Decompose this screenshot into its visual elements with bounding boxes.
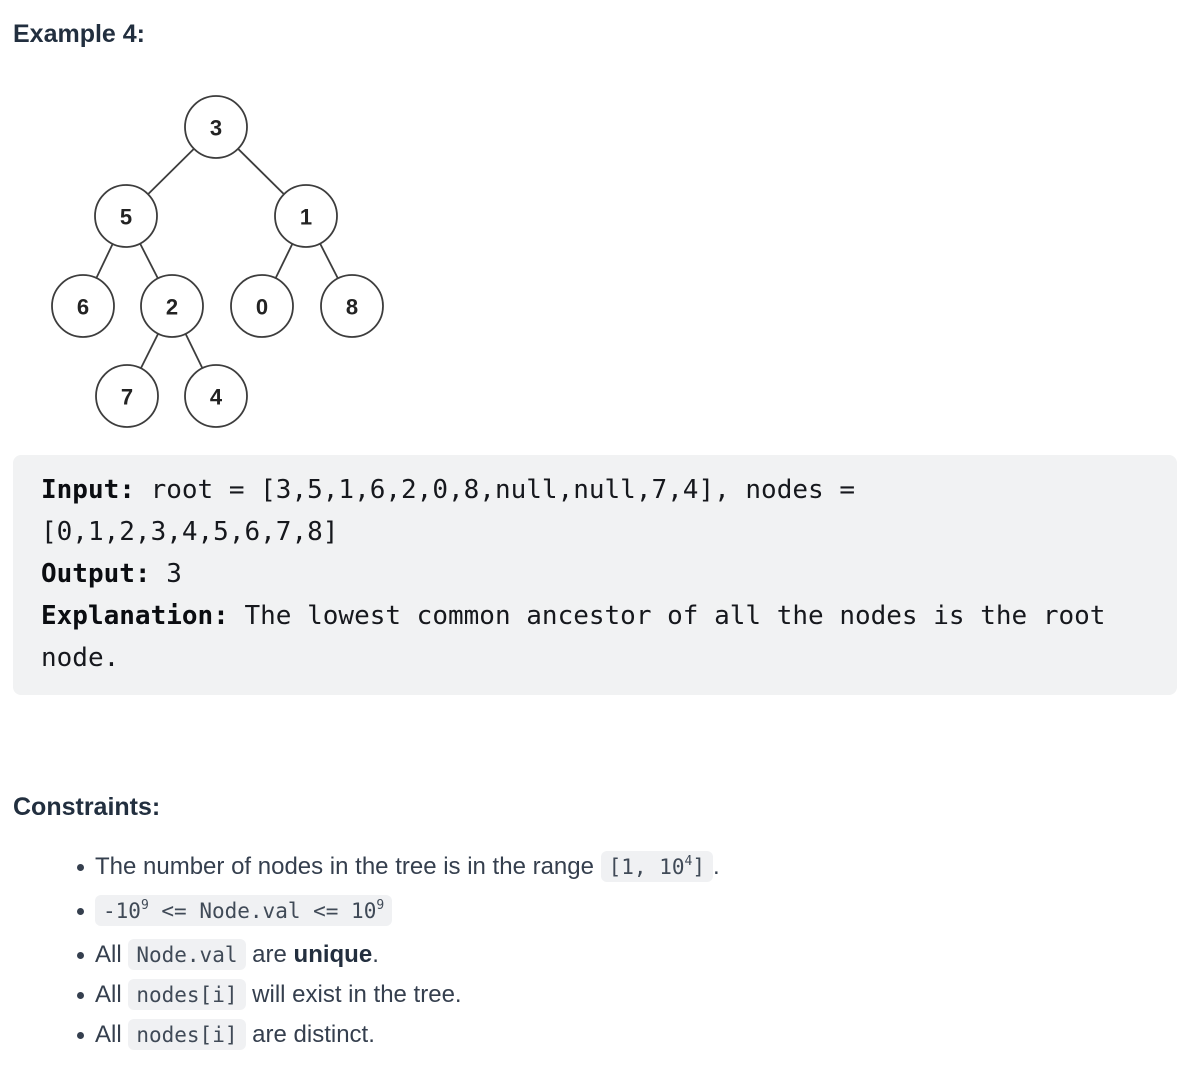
inline-code: nodes[i]	[128, 1019, 246, 1050]
tree-node: 8	[320, 274, 384, 338]
example-line-label: Explanation:	[41, 601, 229, 631]
problem-description: Example 4: 3 5 1 6 2 0 8 7 4 Input: root = [3,5,…	[13, 20, 1180, 1055]
tree-node-circle	[230, 274, 294, 338]
constraints-heading: Constraints:	[13, 793, 161, 821]
tree-node: 1	[274, 184, 338, 248]
tree-node-circle	[140, 274, 204, 338]
tree-node-value: 3	[210, 116, 222, 141]
tree-node-circle	[94, 184, 158, 248]
inline-code: nodes[i]	[128, 979, 246, 1010]
tree-node: 6	[51, 274, 115, 338]
constraints-list: The number of nodes in the tree is in th…	[13, 847, 1180, 1055]
example-heading: Example 4:	[13, 20, 146, 48]
superscript: 4	[684, 854, 693, 869]
inline-code: -109 <= Node.val <= 109	[95, 895, 393, 926]
inline-code: Node.val	[128, 939, 246, 970]
example-code-line: Output: 3	[41, 559, 182, 589]
tree-node-value: 5	[120, 205, 132, 230]
constraint-bold-text: unique	[293, 941, 373, 968]
tree-node-circle	[95, 364, 159, 428]
example-line-label: Input:	[41, 475, 135, 505]
inline-code: [1, 104]	[600, 851, 713, 882]
constraint-item: -109 <= Node.val <= 109	[13, 891, 1180, 935]
tree-node-circle	[320, 274, 384, 338]
tree-node: 5	[94, 184, 158, 248]
tree-node: 7	[95, 364, 159, 428]
binary-tree-diagram: 3 5 1 6 2 0 8 7 4	[51, 95, 384, 428]
tree-node-circle	[184, 364, 248, 428]
constraint-item: All Node.val are unique.	[13, 935, 1180, 975]
tree-node-value: 2	[166, 295, 178, 320]
example-code-line: Explanation: The lowest common ancestor …	[41, 601, 1106, 673]
tree-node-value: 6	[77, 295, 89, 320]
tree-node: 0	[230, 274, 294, 338]
constraint-item: The number of nodes in the tree is in th…	[13, 847, 1180, 891]
superscript: 9	[376, 898, 385, 913]
example-io-block: Input: root = [3,5,1,6,2,0,8,null,null,7…	[13, 455, 1177, 695]
tree-node-value: 0	[256, 295, 268, 320]
tree-node-circle	[184, 95, 248, 159]
tree-node-value: 1	[300, 205, 312, 230]
constraint-item: All nodes[i] will exist in the tree.	[13, 975, 1180, 1015]
tree-node-circle	[51, 274, 115, 338]
tree-node-value: 4	[210, 385, 223, 410]
tree-node: 3	[184, 95, 248, 159]
constraint-item: All nodes[i] are distinct.	[13, 1015, 1180, 1055]
tree-node-value: 8	[346, 295, 358, 320]
tree-node: 4	[184, 364, 248, 428]
superscript: 9	[140, 898, 149, 913]
tree-node-circle	[274, 184, 338, 248]
example-line-label: Output:	[41, 559, 151, 589]
tree-node-value: 7	[121, 385, 133, 410]
example-code-line: Input: root = [3,5,1,6,2,0,8,null,null,7…	[41, 475, 855, 547]
tree-node: 2	[140, 274, 204, 338]
